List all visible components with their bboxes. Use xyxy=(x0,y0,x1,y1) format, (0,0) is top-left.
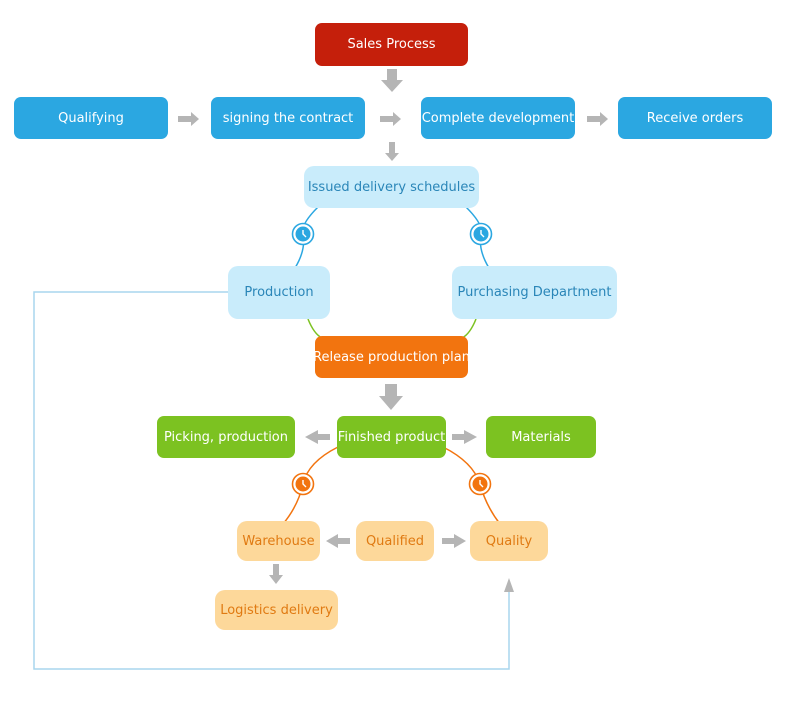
arrow-right xyxy=(452,430,477,444)
clock-icon xyxy=(291,222,315,246)
complete-development-box: Complete development xyxy=(421,97,575,139)
arrow-down xyxy=(385,142,399,161)
arrow-down xyxy=(381,69,403,92)
warehouse-box: Warehouse xyxy=(237,521,320,561)
arrow-left xyxy=(305,430,330,444)
receive-orders-box: Receive orders xyxy=(618,97,772,139)
finished-product-box: Finished product xyxy=(337,416,446,458)
signing-contract-box: signing the contract xyxy=(211,97,365,139)
clock-icon xyxy=(469,222,493,246)
connector-right-green xyxy=(461,318,477,339)
sales-process-box: Sales Process xyxy=(315,23,468,66)
production-box: Production xyxy=(228,266,330,319)
arrow-right xyxy=(380,112,401,126)
quality-box: Quality xyxy=(470,521,548,561)
qualifying-box: Qualifying xyxy=(14,97,168,139)
feedback-line xyxy=(33,291,510,670)
arrow-right xyxy=(178,112,199,126)
arrow-right xyxy=(442,534,466,548)
arrow-down xyxy=(269,564,283,584)
release-production-plan-box: Release production plan xyxy=(313,336,470,378)
clock-icon xyxy=(468,472,492,496)
picking-production-box: Picking, production xyxy=(157,416,295,458)
arrow-right xyxy=(587,112,608,126)
purchasing-department-box: Purchasing Department xyxy=(452,266,617,319)
feedback-arrow-up xyxy=(504,578,514,592)
materials-box: Materials xyxy=(486,416,596,458)
clock-icon xyxy=(291,472,315,496)
arrow-left xyxy=(326,534,350,548)
arrow-down xyxy=(379,384,403,410)
issued-delivery-schedules-box: Issued delivery schedules xyxy=(304,166,479,208)
qualified-box: Qualified xyxy=(356,521,434,561)
logistics-delivery-box: Logistics delivery xyxy=(215,590,338,630)
